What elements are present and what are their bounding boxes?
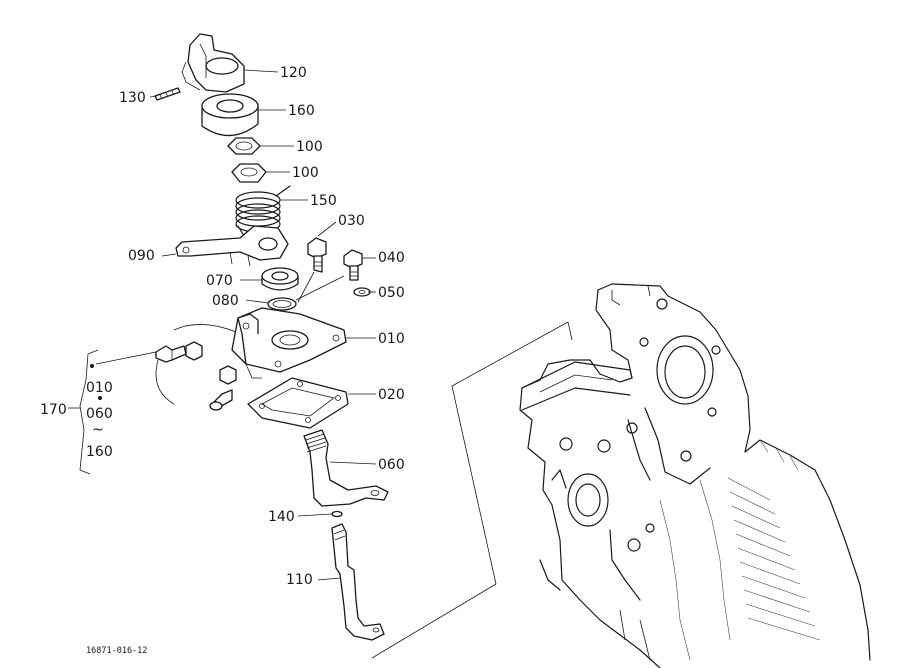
kit-line-3: ~ (92, 422, 104, 438)
part-160-collar (201, 93, 259, 137)
bullet-dot (98, 396, 102, 400)
part-020-gasket (247, 377, 349, 429)
part-small-fasteners (95, 324, 237, 411)
callout-100-lower: 100 (292, 165, 319, 181)
part-070-bushing (261, 267, 299, 291)
callout-050: 050 (378, 285, 405, 301)
callout-labels: 120 130 160 100 100 150 030 090 040 070 … (40, 65, 405, 656)
part-100-nuts (227, 137, 267, 183)
engine-block (519, 283, 871, 668)
drawing-number: 16871-016-12 (86, 646, 147, 656)
part-140-clip (331, 510, 343, 518)
kit-line-4: 160 (86, 444, 113, 460)
callout-080: 080 (212, 293, 239, 309)
part-120-clevis (181, 33, 245, 93)
callout-160: 160 (288, 103, 315, 119)
callout-020: 020 (378, 387, 405, 403)
callout-150: 150 (310, 193, 337, 209)
callout-120: 120 (280, 65, 307, 81)
part-130-pin (154, 87, 181, 101)
callout-130: 130 (119, 90, 146, 106)
part-080-oring (267, 297, 297, 311)
callout-070: 070 (206, 273, 233, 289)
bullet-dot (90, 364, 94, 368)
part-040-bolt (343, 249, 363, 281)
callout-010: 010 (378, 331, 405, 347)
callout-140: 140 (268, 509, 295, 525)
part-110-shaft (331, 523, 385, 641)
reference-lines (371, 321, 573, 659)
part-030-bolt (307, 237, 327, 273)
part-090-lever (175, 225, 289, 267)
kit-line-1: 010 (86, 380, 113, 396)
part-060-shaft (303, 429, 389, 507)
part-050-washer (353, 287, 371, 297)
kit-bracket (68, 349, 102, 475)
kit-line-2: 060 (86, 406, 113, 422)
callout-040: 040 (378, 250, 405, 266)
kit-number: 170 (40, 402, 67, 418)
callout-090: 090 (128, 248, 155, 264)
callout-030: 030 (338, 213, 365, 229)
callout-110: 110 (286, 572, 313, 588)
callout-100-upper: 100 (296, 139, 323, 155)
callout-060: 060 (378, 457, 405, 473)
leader-lines (149, 69, 377, 581)
part-010-housing (231, 307, 347, 379)
